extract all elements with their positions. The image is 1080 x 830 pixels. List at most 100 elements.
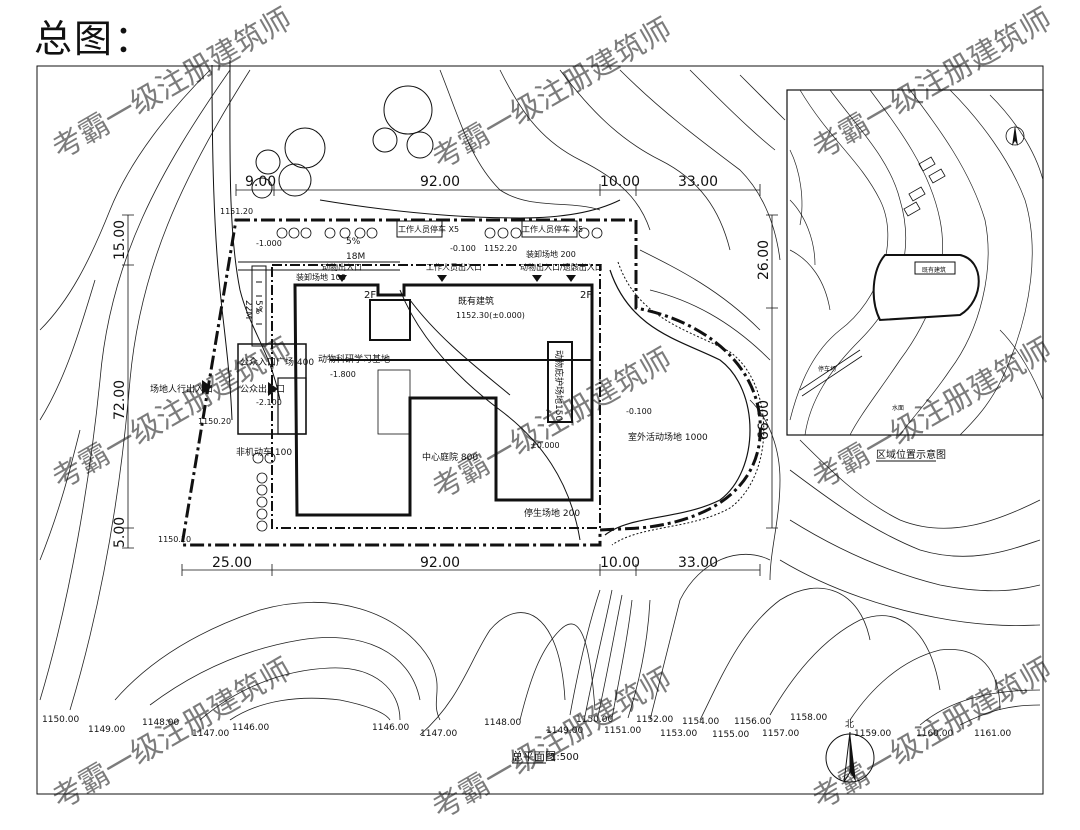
drawing-scale: 1:500 [550,752,579,763]
elev-sw: 1150.10 [158,535,191,544]
label-study-base: 动物科研学习基地 [318,353,390,365]
staff-parking-box-2 [521,220,578,238]
north-arrow-icon: 北 [825,719,875,783]
level-study-base: -1.800 [330,370,356,379]
svg-text:1152.00: 1152.00 [636,715,673,725]
ramp [238,261,400,347]
svg-text:1155.00: 1155.00 [712,730,749,740]
elev-top-road: 1152.20 [484,244,517,253]
label-existing-building: 既有建筑 [458,295,494,307]
parking-circles [252,227,603,532]
inset-map: 既有建筑 停车场 水面 [786,89,1044,436]
dim-bottom-4: 33.00 [678,555,718,571]
dim-top-4: 33.00 [678,174,718,190]
label-public-plaza: 公众入口广场 400 [240,356,314,368]
label-2f-east: 2F [580,290,592,301]
svg-text:1153.00: 1153.00 [660,729,697,739]
svg-text:1158.00: 1158.00 [790,713,827,723]
label-bike-parking: 非机动车 100 [236,446,292,458]
inset-title: 区域位置示意图 [876,448,946,461]
dim-top-1: 9.00 [245,174,276,190]
svg-text:1149.00: 1149.00 [546,726,583,736]
level-top-mid: -0.100 [450,244,476,253]
contour-labels: 1150.00 1149.00 1148.00 1147.00 1146.00 … [42,713,1011,740]
site-boundary [180,218,762,547]
link-block [369,299,411,341]
sheltered-yard-box [547,341,573,423]
roads [211,59,621,541]
label-central-courtyard: 中心庭院 800 [422,451,478,463]
plan-labels: 1151.20 1152.20 1150.20 1150.10 1152.30(… [150,207,708,544]
svg-text:1151.00: 1151.00 [604,726,641,736]
label-unloading-1: 装卸场地 100 [296,272,346,282]
label-animal-remains-io: 动物出入口/遗骸出入口 [520,262,603,272]
svg-text:考霸一级注册建筑师: 考霸一级注册建筑师 [427,12,678,177]
public-entry-box [277,377,307,435]
level-outdoor: -0.100 [626,407,652,416]
staff-parking-box-1 [396,220,443,238]
ramp-length: 18M [346,252,365,262]
svg-text:1161.00: 1161.00 [974,729,1011,739]
label-staff-parking-1: 工作人员停车 X5 [398,224,459,234]
label-2f-west: 2F [364,290,376,301]
dim-top-3: 10.00 [600,174,640,190]
svg-text:1156.00: 1156.00 [734,717,771,727]
dim-bottom-1: 25.00 [212,555,252,571]
dimension-lines [122,184,778,576]
svg-text:1150.00: 1150.00 [42,715,79,725]
stair-block [377,369,411,435]
label-outdoor-area: 室外活动场地 1000 [628,431,708,443]
inset-existing-label: 既有建筑 [922,266,946,274]
label-sheltered-yard: 动物庇护场地150 [553,350,565,421]
entry-markers [202,275,576,396]
svg-text:考霸一级注册建筑师: 考霸一级注册建筑师 [47,2,298,167]
level-ramp-top: -1.000 [256,239,282,248]
drawing-title: 总平面图 [512,749,556,763]
svg-text:考霸一级注册建筑师: 考霸一级注册建筑师 [47,652,298,817]
trees [251,85,434,199]
side-ramp-slope: 5% [253,300,263,315]
svg-text:1160.00: 1160.00 [916,729,953,739]
label-site-ped-entry: 场地人行出入口 [150,383,213,395]
dim-top-2: 92.00 [420,174,460,190]
outdoor-edge [604,269,751,536]
elev-nw: 1151.20 [220,207,253,216]
dim-bottom-3: 10.00 [600,555,640,571]
dim-bottom-2: 92.00 [420,555,460,571]
svg-text:1148.00: 1148.00 [484,718,521,728]
svg-text:1157.00: 1157.00 [762,729,799,739]
label-breeding-area: 停生场地 200 [524,507,580,519]
svg-text:1148.00: 1148.00 [142,718,179,728]
contour-lines [39,69,1041,736]
elev-entry-west: 1150.20 [198,417,231,426]
side-ramp-length: 22M [243,300,253,319]
label-public-entry: 公众出入口 [240,383,285,395]
svg-text:1147.00: 1147.00 [192,729,229,739]
dim-right-1: 26.00 [756,240,772,280]
label-staff-parking-2: 工作人员停车 X5 [522,224,583,234]
elev-building: 1152.30(±0.000) [456,311,525,320]
ramp-slope: 5% [346,237,361,247]
north-label: 北 [845,719,854,730]
dim-left-1: 15.00 [112,220,128,260]
svg-text:1147.00: 1147.00 [420,729,457,739]
dim-left-3: 5.00 [112,517,128,548]
label-animal-io: 动物出入口 [322,262,362,272]
level-public-entry: -2.100 [256,398,282,407]
buildings [237,283,594,517]
label-staff-io: 工作人员出入口 [426,262,482,272]
svg-text:1159.00: 1159.00 [854,729,891,739]
setback-line [271,264,601,529]
page-heading: 总图： [34,17,155,61]
svg-text:1154.00: 1154.00 [682,717,719,727]
inset-parking-label: 停车场 [818,365,836,373]
svg-text:1146.00: 1146.00 [232,723,269,733]
svg-text:1146.00: 1146.00 [372,723,409,733]
main-building [293,283,594,517]
dimension-texts: 9.00 92.00 10.00 33.00 25.00 92.00 10.00… [112,174,772,571]
dim-right-2: 66.00 [756,400,772,440]
svg-text:1150.00: 1150.00 [576,715,613,725]
dim-left-2: 72.00 [112,380,128,420]
level-courtyard-block: ±0.000 [530,441,560,450]
inset-north-icon [1005,125,1025,146]
